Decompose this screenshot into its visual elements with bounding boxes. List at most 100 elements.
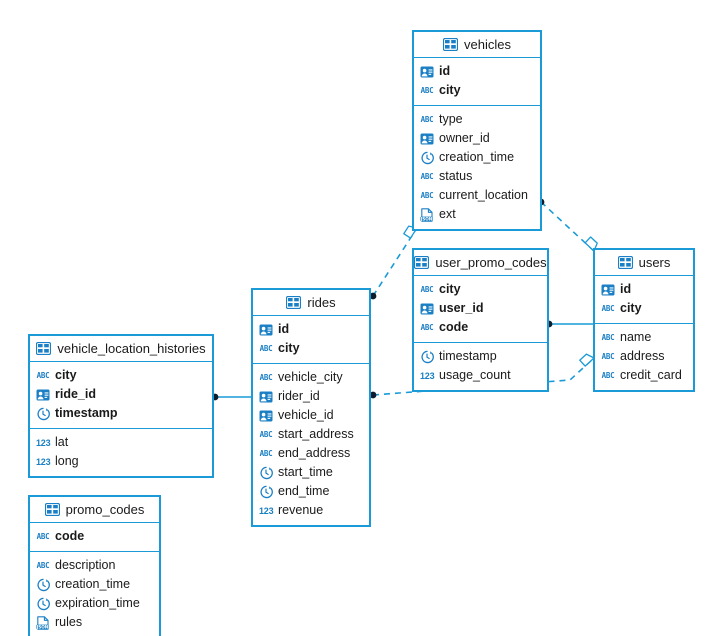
abc-string-icon: ABC: [420, 322, 434, 332]
column-vehicle_location_histories-lat[interactable]: 123 lat: [30, 433, 212, 452]
column-vehicles-creation_time[interactable]: creation_time: [414, 148, 540, 167]
table-icon: [286, 296, 302, 309]
column-vehicles-id[interactable]: id: [414, 62, 540, 81]
123-number-icon: 123: [259, 505, 274, 516]
column-promo_codes-expiration_time[interactable]: expiration_time: [30, 594, 159, 613]
table-icon: [443, 38, 459, 51]
column-label: id: [439, 64, 451, 79]
column-rides-start_time[interactable]: start_time: [253, 463, 369, 482]
table-icon: [44, 503, 60, 516]
column-label: start_address: [278, 427, 354, 442]
column-rides-end_time[interactable]: end_time: [253, 482, 369, 501]
relationship-users-to-vehicles[interactable]: [537, 198, 600, 252]
column-vehicle_location_histories-timestamp[interactable]: timestamp: [30, 404, 212, 423]
column-rides-rider_id[interactable]: rider_id: [253, 387, 369, 406]
column-label: code: [439, 320, 469, 335]
column-rides-vehicle_id[interactable]: vehicle_id: [253, 406, 369, 425]
column-label: id: [278, 322, 290, 337]
relationship-user_promo_codes-to-users[interactable]: [545, 320, 593, 328]
relationship-rides-to-vehicles[interactable]: [369, 224, 418, 300]
table-header-rides[interactable]: rides: [253, 290, 369, 316]
relationship-one-marker: [579, 353, 595, 367]
column-label: timestamp: [439, 349, 497, 364]
column-vehicle_location_histories-ride_id[interactable]: ride_id: [30, 385, 212, 404]
table-icon: [414, 256, 430, 269]
column-label: rider_id: [278, 389, 320, 404]
column-label: city: [439, 282, 461, 297]
column-user_promo_codes-usage_count[interactable]: 123 usage_count: [414, 366, 547, 385]
uuid-key-icon: [259, 390, 273, 404]
column-label: ext: [439, 207, 456, 222]
column-label: usage_count: [439, 368, 511, 383]
table-icon: [617, 256, 633, 269]
column-label: owner_id: [439, 131, 490, 146]
column-label: id: [620, 282, 632, 297]
table-header-vehicle_location_histories[interactable]: vehicle_location_histories: [30, 336, 212, 362]
column-vehicles-ext[interactable]: JSON ext: [414, 205, 540, 224]
column-label: city: [55, 368, 77, 383]
column-promo_codes-creation_time[interactable]: creation_time: [30, 575, 159, 594]
column-label: lat: [55, 435, 69, 450]
clock-timestamp-icon: [36, 407, 50, 421]
json-document-icon: JSON: [420, 207, 434, 222]
column-rides-id[interactable]: id: [253, 320, 369, 339]
table-header-vehicles[interactable]: vehicles: [414, 32, 540, 58]
123-number-icon: 123: [420, 370, 435, 381]
column-users-id[interactable]: id: [595, 280, 693, 299]
svg-text:JSON: JSON: [420, 216, 433, 221]
column-label: vehicle_city: [278, 370, 343, 385]
clock-timestamp-icon: [36, 578, 50, 592]
relationship-vehicle_location_histories-to-rides[interactable]: [211, 393, 251, 401]
table-header-promo_codes[interactable]: promo_codes: [30, 497, 159, 523]
uuid-key-icon: [601, 283, 615, 297]
column-label: end_time: [278, 484, 330, 499]
clock-timestamp-icon: [259, 466, 273, 480]
column-vehicles-owner_id[interactable]: owner_id: [414, 129, 540, 148]
column-label: description: [55, 558, 116, 573]
abc-string-icon: ABC: [259, 343, 273, 353]
table-header-users[interactable]: users: [595, 250, 693, 276]
clock-timestamp-icon: [420, 151, 434, 165]
column-user_promo_codes-timestamp[interactable]: timestamp: [414, 347, 547, 366]
uuid-key-icon: [36, 388, 50, 402]
column-label: city: [439, 83, 461, 98]
column-user_promo_codes-code[interactable]: ABC code: [414, 318, 547, 337]
123-number-icon: 123: [36, 437, 51, 448]
column-label: vehicle_id: [278, 408, 334, 423]
column-user_promo_codes-user_id[interactable]: user_id: [414, 299, 547, 318]
clock-timestamp-icon: [420, 350, 434, 364]
table-header-user_promo_codes[interactable]: user_promo_codes: [414, 250, 547, 276]
column-label: start_time: [278, 465, 333, 480]
column-label: rules: [55, 615, 83, 630]
